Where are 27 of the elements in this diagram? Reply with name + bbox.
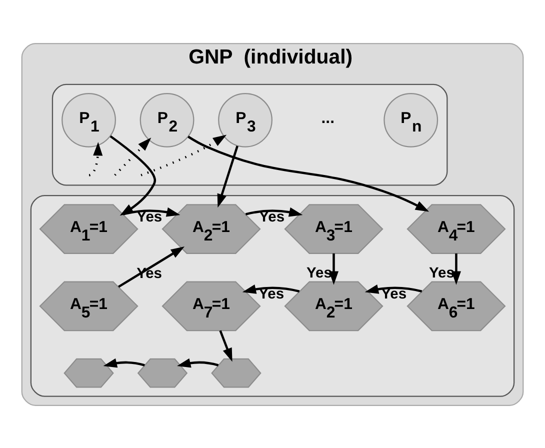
arrow [177, 358, 219, 368]
edge-label: Yes [429, 265, 454, 282]
node-hexagon [64, 358, 114, 388]
edge-label: Yes [258, 286, 284, 302]
arrow [114, 137, 152, 176]
node-hexagon [211, 358, 262, 388]
arrow [217, 145, 238, 208]
arrow [88, 141, 103, 176]
arrow [140, 134, 227, 176]
arrow [245, 206, 303, 216]
arrow [328, 252, 339, 284]
arrow [219, 330, 232, 362]
arrow [122, 206, 180, 216]
arrow [188, 135, 430, 212]
arrow [364, 284, 422, 294]
edge-label: Yes [381, 286, 407, 302]
edge-label: Yes [259, 208, 285, 225]
cluster [30, 194, 515, 396]
arrow [103, 358, 145, 368]
label: ... [321, 110, 334, 127]
node-hexagon [137, 358, 188, 388]
arrow [242, 284, 300, 294]
edge-label: Yes [306, 265, 332, 282]
cluster [52, 83, 448, 186]
edge-label: Yes [136, 208, 162, 225]
arrow [118, 246, 185, 288]
arrow [451, 252, 461, 284]
